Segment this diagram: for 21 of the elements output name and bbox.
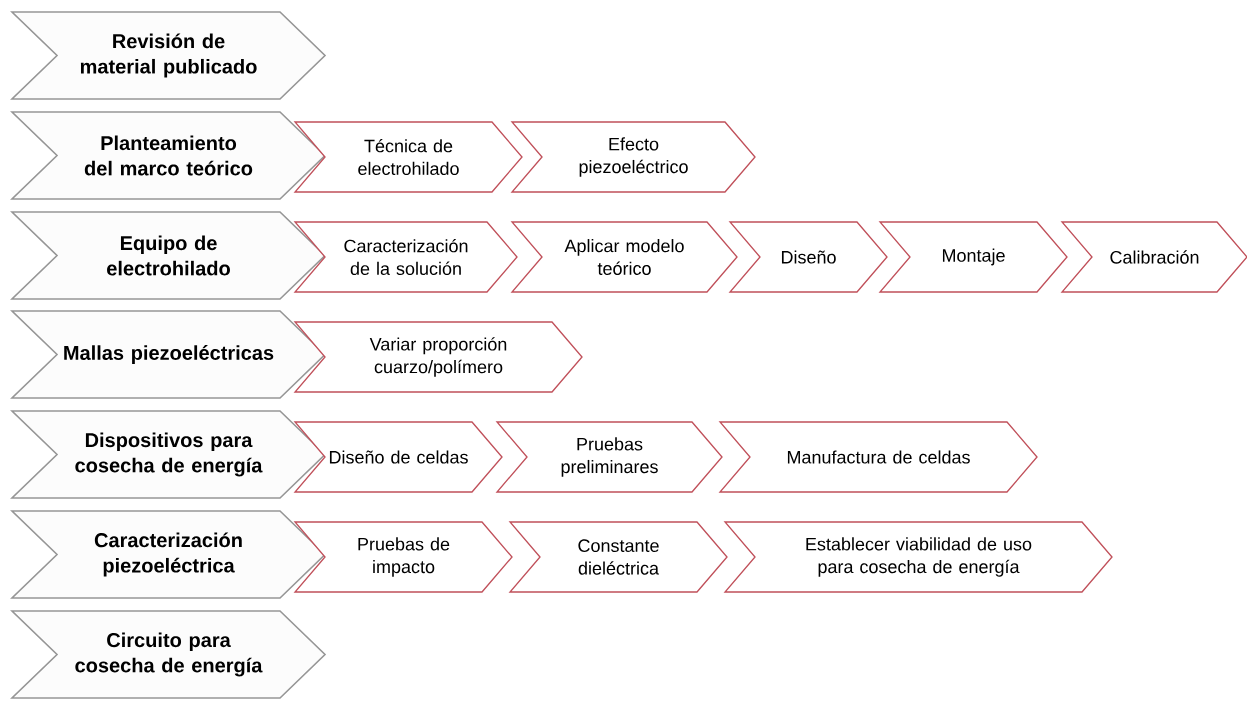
chevron-step: Variar proporción cuarzo/polímero — [293, 321, 583, 393]
chevron-step: Planteamiento del marco teórico — [10, 111, 327, 200]
chevron-step: Calibración — [1060, 221, 1247, 293]
chevron-step: Diseño — [728, 221, 888, 293]
chevron-step: Circuito para cosecha de energía — [10, 610, 327, 699]
chevron-step: Mallas piezoeléctricas — [10, 310, 327, 399]
chevron-step: Efecto piezoeléctrico — [510, 121, 756, 193]
chevron-step: Constante dieléctrica — [508, 521, 728, 593]
chevron-step: Dispositivos para cosecha de energía — [10, 410, 327, 499]
chevron-step: Equipo de electrohilado — [10, 211, 327, 300]
chevron-step: Manufactura de celdas — [718, 421, 1038, 493]
chevron-step: Revisión de material publicado — [10, 11, 327, 100]
chevron-step: Aplicar modelo teórico — [510, 221, 738, 293]
chevron-step: Técnica de electrohilado — [293, 121, 523, 193]
chevron-step: Establecer viabilidad de uso para cosecha de energía — [723, 521, 1113, 593]
chevron-step: Caracterización de la solución — [293, 221, 518, 293]
chevron-step: Diseño de celdas — [293, 421, 503, 493]
chevron-step: Pruebas de impacto — [293, 521, 513, 593]
chevron-step: Montaje — [878, 221, 1068, 293]
chevron-step: Caracterización piezoeléctrica — [10, 510, 327, 599]
chevron-step: Pruebas preliminares — [495, 421, 723, 493]
